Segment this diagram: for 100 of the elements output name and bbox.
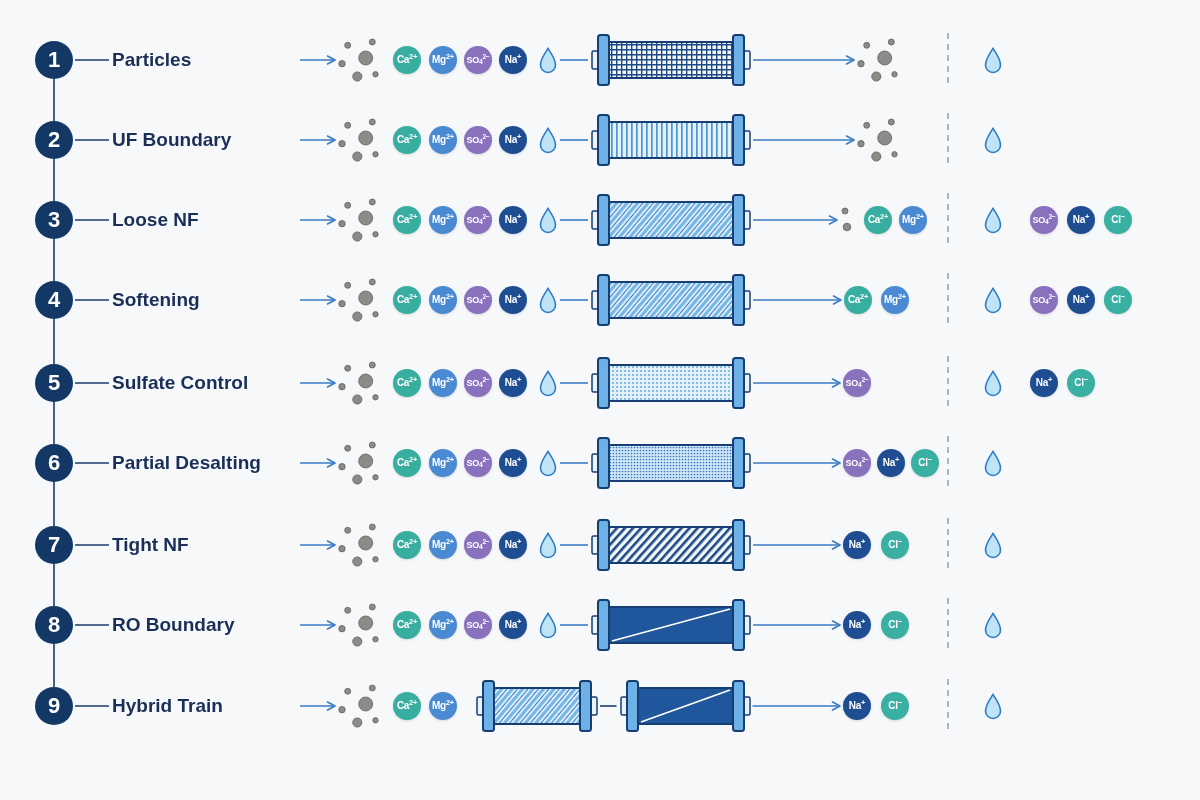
connector-line [74, 139, 110, 141]
water-drop-icon [538, 286, 558, 314]
membrane-module [591, 34, 751, 86]
arrow [752, 458, 841, 468]
particles-icon [338, 684, 380, 728]
water-drop-icon [538, 449, 558, 477]
connector-line [53, 158, 55, 202]
step-number: 3 [35, 201, 73, 239]
ion-token: Cl$^{−}$ [881, 611, 909, 639]
connector-line [74, 624, 110, 626]
ion-token: Ca$^{2+}$ [393, 206, 421, 234]
ion-token: Na$^{+}$ [499, 449, 527, 477]
ion-token: Mg$^{2+}$ [429, 449, 457, 477]
step-number: 4 [35, 281, 73, 319]
arrow [299, 135, 336, 145]
connector-line [74, 382, 110, 384]
connector-line [53, 78, 55, 122]
ion-token: Cl$^{−}$ [1104, 286, 1132, 314]
ion-token: Na$^{+}$ [499, 46, 527, 74]
water-drop-icon [538, 126, 558, 154]
connector-line [559, 219, 589, 221]
membrane-module [591, 357, 751, 409]
connector-line [559, 462, 589, 464]
ion-token: Na$^{+}$ [877, 449, 905, 477]
water-drop-icon [538, 206, 558, 234]
arrow [752, 378, 841, 388]
water-drop-icon [983, 126, 1003, 154]
membrane-module [591, 114, 751, 166]
step-number: 1 [35, 41, 73, 79]
arrow [299, 295, 336, 305]
water-drop-icon [538, 611, 558, 639]
connector-line [74, 59, 110, 61]
particles-icon [338, 198, 380, 242]
step-label: Loose NF [112, 207, 199, 233]
membrane-module [591, 274, 751, 326]
ion-token: Mg$^{2+}$ [429, 46, 457, 74]
ion-token: Ca$^{2+}$ [393, 531, 421, 559]
connector-line [53, 563, 55, 607]
arrow [299, 620, 336, 630]
ion-token: Cl$^{−}$ [881, 692, 909, 720]
ion-token: Ca$^{2+}$ [393, 46, 421, 74]
ion-token: Na$^{+}$ [843, 692, 871, 720]
connector-line [559, 382, 589, 384]
arrow [752, 55, 855, 65]
particles-icon [338, 278, 380, 322]
arrow [752, 135, 855, 145]
ion-token: Ca$^{2+}$ [393, 692, 421, 720]
ion-token: Mg$^{2+}$ [899, 206, 927, 234]
ion-token: Na$^{+}$ [1067, 206, 1095, 234]
arrow [751, 701, 841, 711]
membrane-module [591, 437, 751, 489]
connector-line [53, 643, 55, 688]
arrow [752, 215, 838, 225]
arrow [752, 540, 841, 550]
connector-line [74, 462, 110, 464]
connector-line [53, 401, 55, 445]
arrow [299, 540, 336, 550]
membrane-module [591, 599, 751, 651]
ion-token: Na$^{+}$ [1030, 369, 1058, 397]
particles-icon [338, 603, 380, 647]
step-label: RO Boundary [112, 612, 235, 638]
ion-token: Ca$^{2+}$ [393, 449, 421, 477]
particles-icon [338, 441, 380, 485]
water-drop-icon [538, 531, 558, 559]
ion-token: Na$^{+}$ [843, 611, 871, 639]
step-number: 6 [35, 444, 73, 482]
ion-token: Mg$^{2+}$ [881, 286, 909, 314]
connector-line [53, 318, 55, 365]
step-number: 8 [35, 606, 73, 644]
particles-icon [338, 523, 380, 567]
water-drop-icon [983, 46, 1003, 74]
ion-token: Cl$^{−}$ [1067, 369, 1095, 397]
membrane-module [591, 519, 751, 571]
water-drop-icon [983, 286, 1003, 314]
step-label: Particles [112, 47, 192, 73]
water-drop-icon [538, 46, 558, 74]
ion-token: Na$^{+}$ [1067, 286, 1095, 314]
water-drop-icon [983, 369, 1003, 397]
connector-line [53, 481, 55, 527]
step-label: UF Boundary [112, 127, 232, 153]
step-number: 7 [35, 526, 73, 564]
step-label: Sulfate Control [112, 370, 249, 396]
connector-line [74, 705, 110, 707]
water-drop-icon [983, 611, 1003, 639]
ion-token: Na$^{+}$ [843, 531, 871, 559]
particles-icon [857, 38, 899, 82]
ion-token: Mg$^{2+}$ [429, 531, 457, 559]
water-drop-icon [983, 692, 1003, 720]
ion-token: Na$^{+}$ [499, 206, 527, 234]
arrow [299, 458, 336, 468]
arrow [299, 701, 336, 711]
ion-token: Ca$^{2+}$ [864, 206, 892, 234]
connector-line [559, 139, 589, 141]
ion-token: Mg$^{2+}$ [429, 126, 457, 154]
ion-token: Na$^{+}$ [499, 369, 527, 397]
ion-token: Mg$^{2+}$ [429, 206, 457, 234]
ion-token: Ca$^{2+}$ [393, 126, 421, 154]
ion-token: Mg$^{2+}$ [429, 611, 457, 639]
step-label: Tight NF [112, 532, 189, 558]
particles-icon [857, 118, 899, 162]
